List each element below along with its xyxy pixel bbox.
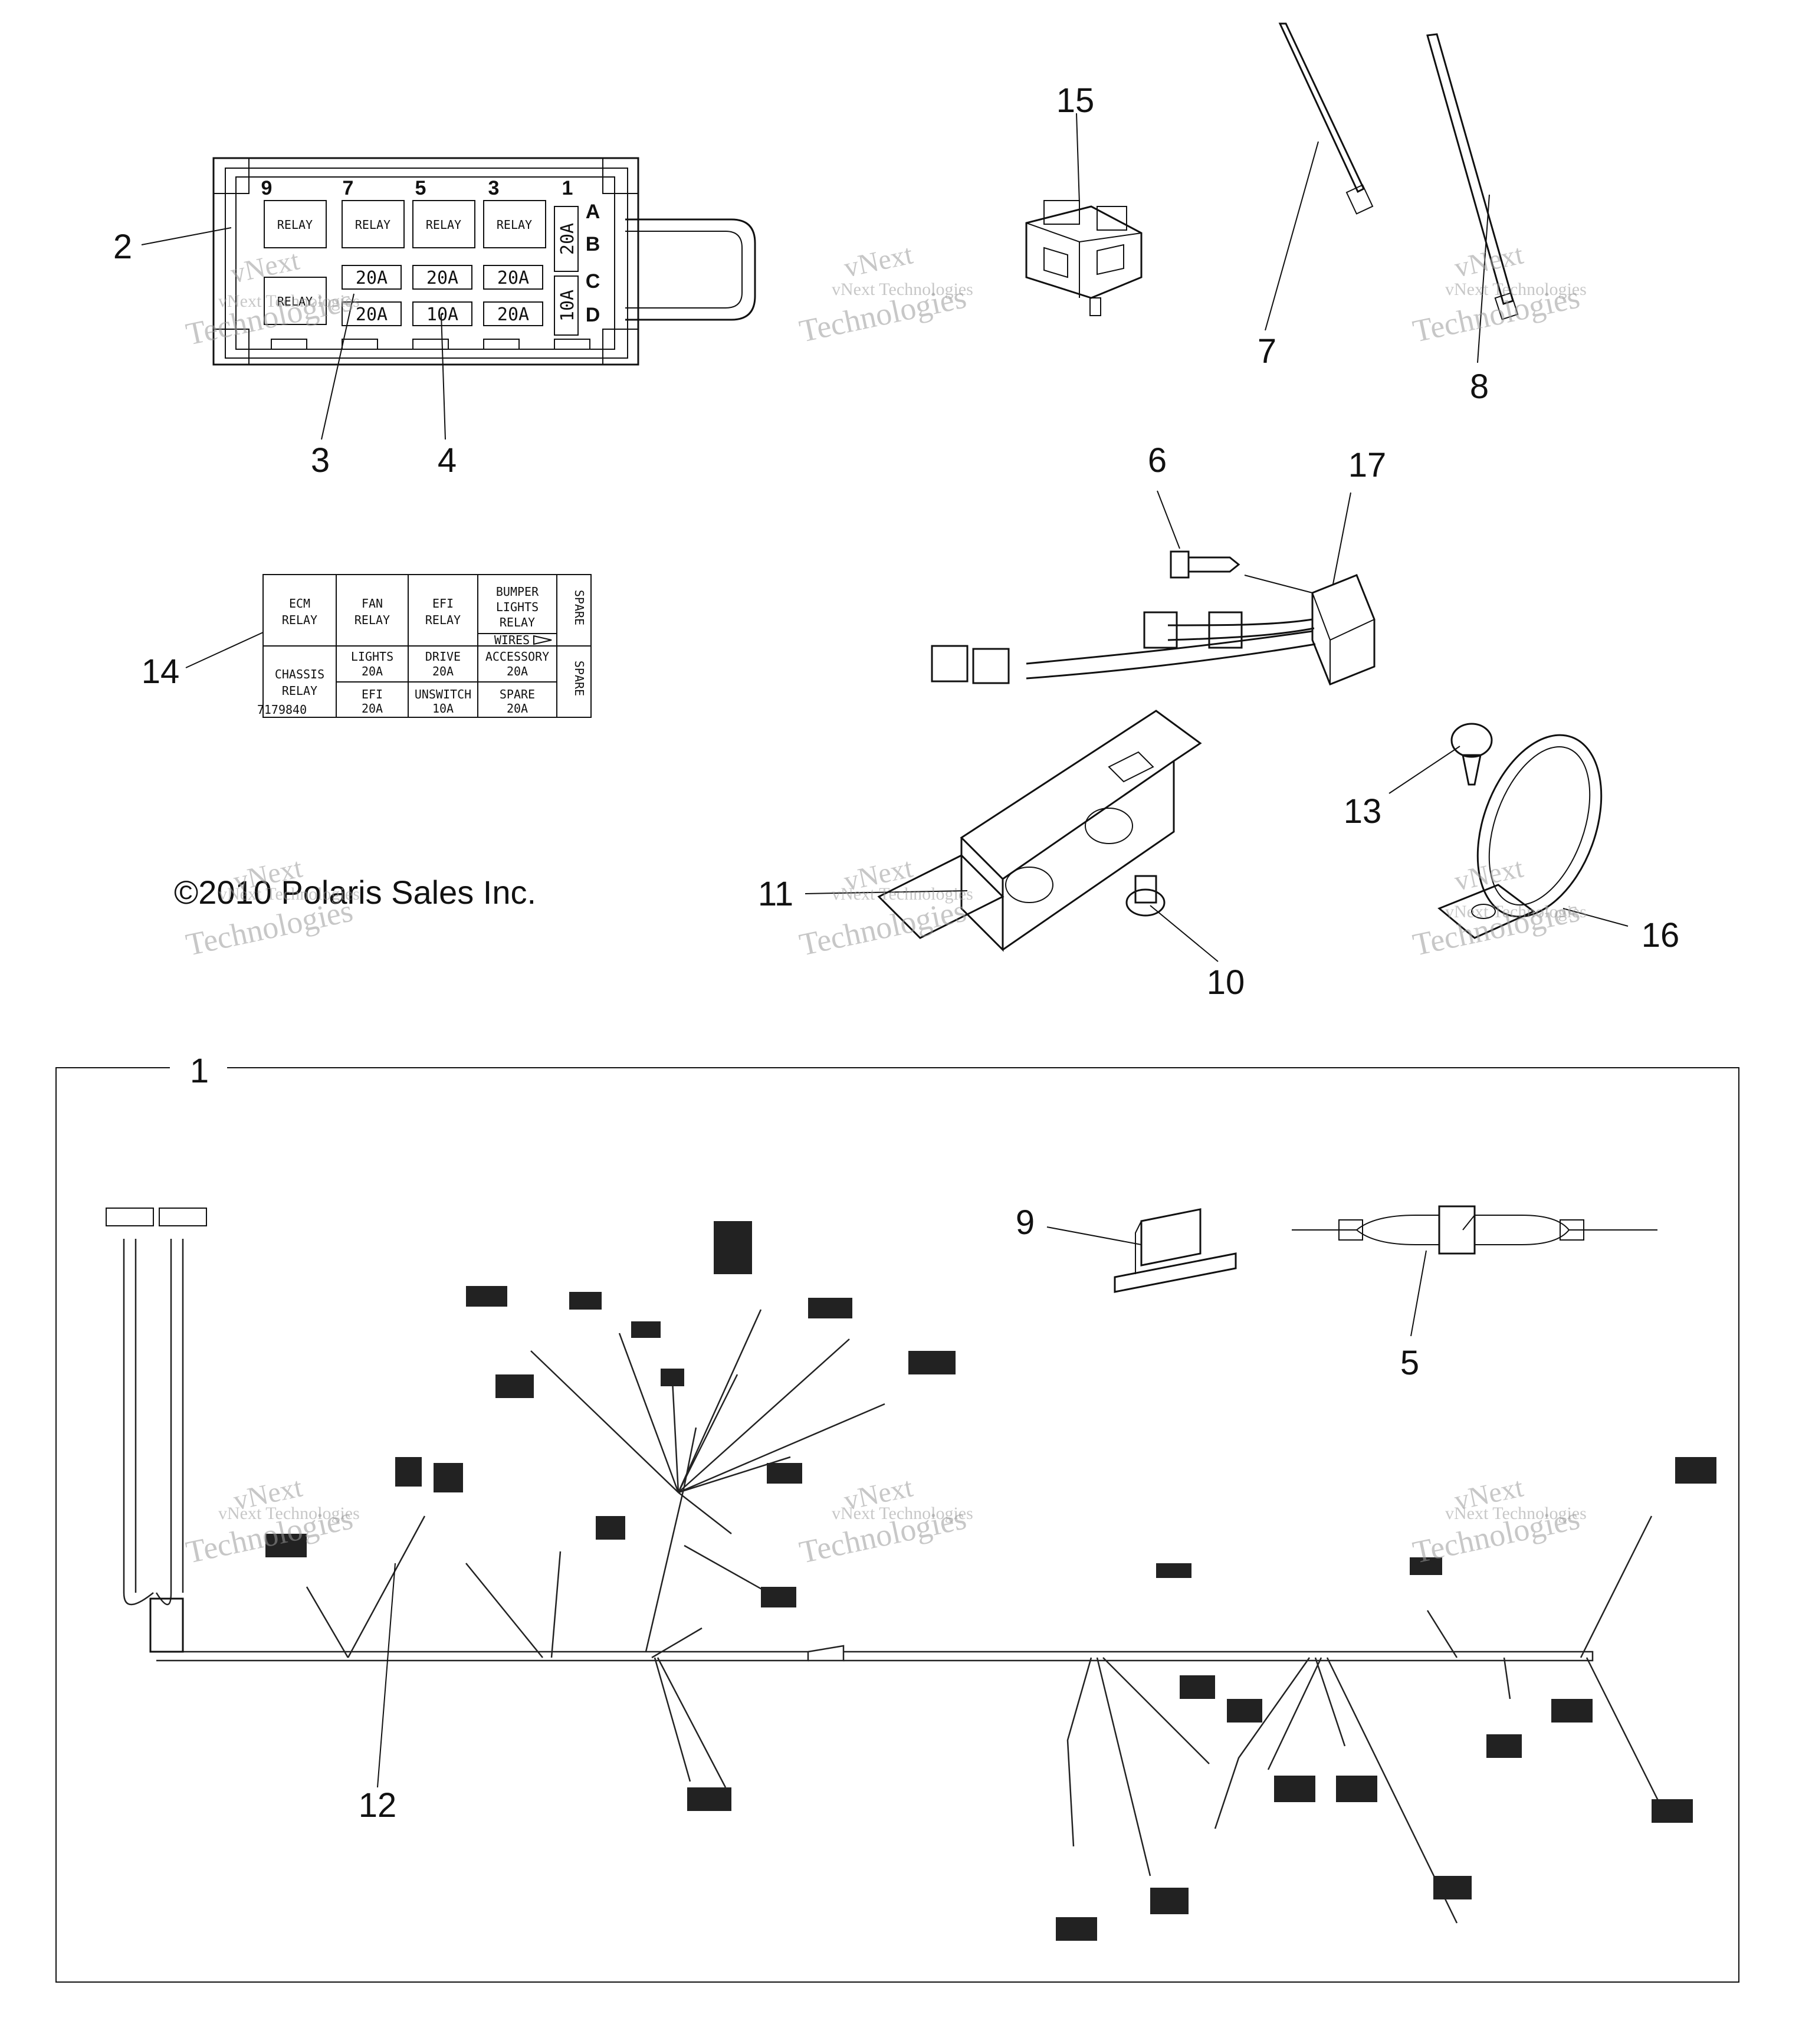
watermark-top: vNext — [841, 238, 915, 283]
callout-11: 11 — [758, 875, 793, 913]
watermark-top: vNext — [1452, 238, 1526, 283]
fuse-value: 20A — [356, 268, 388, 288]
fuse-col-1: 1 — [562, 177, 573, 199]
decal-unswitch: UNSWITCH — [415, 687, 471, 701]
decal-drive: DRIVE — [425, 649, 461, 664]
callout-12: 12 — [359, 1786, 397, 1825]
fuse-decal: ECM RELAY FAN RELAY EFI RELAY BUMPER LIG… — [257, 574, 592, 718]
fuse-value-side: 20A — [557, 223, 578, 255]
decal-fan-relay: RELAY — [354, 613, 390, 627]
decal-lights-20a: 20A — [362, 664, 383, 678]
fuse-value: 20A — [426, 268, 458, 288]
decal-bumper: BUMPER — [496, 585, 539, 599]
watermark-line: vNext Technologies — [832, 280, 973, 299]
decal-bumper-relay: RELAY — [500, 615, 535, 629]
push-rivet — [1125, 875, 1166, 917]
decal-drive-20a: 20A — [432, 664, 454, 678]
mounting-bracket — [877, 710, 1202, 952]
callout-3: 3 — [311, 441, 330, 480]
decal-accessory: ACCESSORY — [485, 649, 549, 664]
decal-wires: WIRES — [494, 633, 530, 647]
watermark-top: vNext — [228, 244, 302, 289]
callout-4: 4 — [438, 441, 457, 480]
watermark-line: vNext Technologies — [1445, 902, 1587, 921]
bolt-part — [1170, 550, 1240, 579]
cable-tie-short — [1278, 22, 1374, 215]
watermark-line: vNext Technologies — [1445, 280, 1587, 299]
fuse-value: 10A — [426, 304, 458, 325]
watermark-line: vNext Technologies — [218, 884, 360, 904]
connector-part — [1025, 200, 1143, 316]
callout-14: 14 — [142, 652, 180, 691]
callout-6: 6 — [1148, 441, 1167, 480]
callout-5: 5 — [1400, 1344, 1419, 1382]
callout-9: 9 — [1016, 1203, 1035, 1242]
callout-7: 7 — [1258, 332, 1276, 370]
fuse-col-5: 5 — [415, 177, 426, 199]
relay-label: RELAY — [277, 294, 313, 309]
inline-fuse-holder — [1292, 1205, 1657, 1255]
fuse-value-side: 10A — [557, 290, 578, 321]
flasher-relay — [1114, 1208, 1237, 1293]
decal-ecm-relay: RELAY — [282, 613, 317, 627]
decal-part-number: 7179840 — [257, 703, 307, 717]
cable-tie-long — [1426, 33, 1519, 320]
relay-label: RELAY — [277, 218, 313, 232]
fuse-row-d: D — [586, 304, 600, 326]
decal-accessory-20a: 20A — [507, 664, 528, 678]
decal-side-spare: SPARE — [572, 661, 586, 696]
callout-17: 17 — [1348, 446, 1387, 484]
callout-13: 13 — [1344, 792, 1382, 831]
decal-unswitch-10a: 10A — [432, 701, 454, 716]
fuse-box: 9 7 5 3 1 A B C D RELAY RELAY RELAY RELA… — [212, 157, 756, 366]
callout-8: 8 — [1470, 368, 1489, 406]
decal-efi-fuse-20a: 20A — [362, 701, 383, 716]
callout-16: 16 — [1642, 916, 1680, 954]
screw-part — [1450, 723, 1493, 786]
callout-2: 2 — [113, 228, 132, 266]
decal-chassis: CHASSIS — [275, 667, 324, 681]
decal-efi-fuse: EFI — [362, 687, 383, 701]
decal-bumper-lights: LIGHTS — [496, 600, 539, 614]
module-harness — [931, 574, 1376, 685]
p-clamp — [1437, 734, 1603, 939]
decal-side-spare: SPARE — [572, 590, 586, 625]
decal-efi: EFI — [432, 596, 454, 611]
relay-label: RELAY — [497, 218, 532, 232]
relay-label: RELAY — [355, 218, 390, 232]
decal-fan: FAN — [362, 596, 383, 611]
fuse-col-7: 7 — [343, 177, 354, 199]
fuse-col-9: 9 — [261, 177, 273, 199]
main-wiring-harness — [106, 1208, 1716, 1941]
fuse-value: 20A — [497, 268, 529, 288]
fuse-col-3: 3 — [488, 177, 500, 199]
relay-label: RELAY — [426, 218, 461, 232]
copyright-notice: ©2010 Polaris Sales Inc. — [174, 874, 536, 911]
decal-spare-20a: 20A — [507, 701, 528, 716]
callout-15: 15 — [1056, 81, 1095, 120]
watermark-top: vNext — [1452, 852, 1526, 897]
watermark-line: vNext Technologies — [832, 1504, 973, 1523]
decal-ecm: ECM — [289, 596, 310, 611]
decal-spare: SPARE — [500, 687, 535, 701]
fuse-row-c: C — [586, 270, 600, 293]
fuse-row-a: A — [586, 201, 600, 223]
callout-10: 10 — [1207, 963, 1245, 1002]
fuse-value: 20A — [356, 304, 388, 325]
decal-efi-relay: RELAY — [425, 613, 461, 627]
watermark-line: vNext Technologies — [832, 884, 973, 904]
fuse-value: 20A — [497, 304, 529, 325]
watermark-line: vNext Technologies — [1445, 1504, 1587, 1523]
fuse-row-b: B — [586, 233, 600, 255]
callout-1: 1 — [190, 1052, 209, 1090]
decal-chassis-relay: RELAY — [282, 684, 317, 698]
watermark-line: vNext Technologies — [218, 1504, 360, 1523]
watermark-line: vNext Technologies — [218, 291, 360, 311]
decal-lights: LIGHTS — [351, 649, 393, 664]
